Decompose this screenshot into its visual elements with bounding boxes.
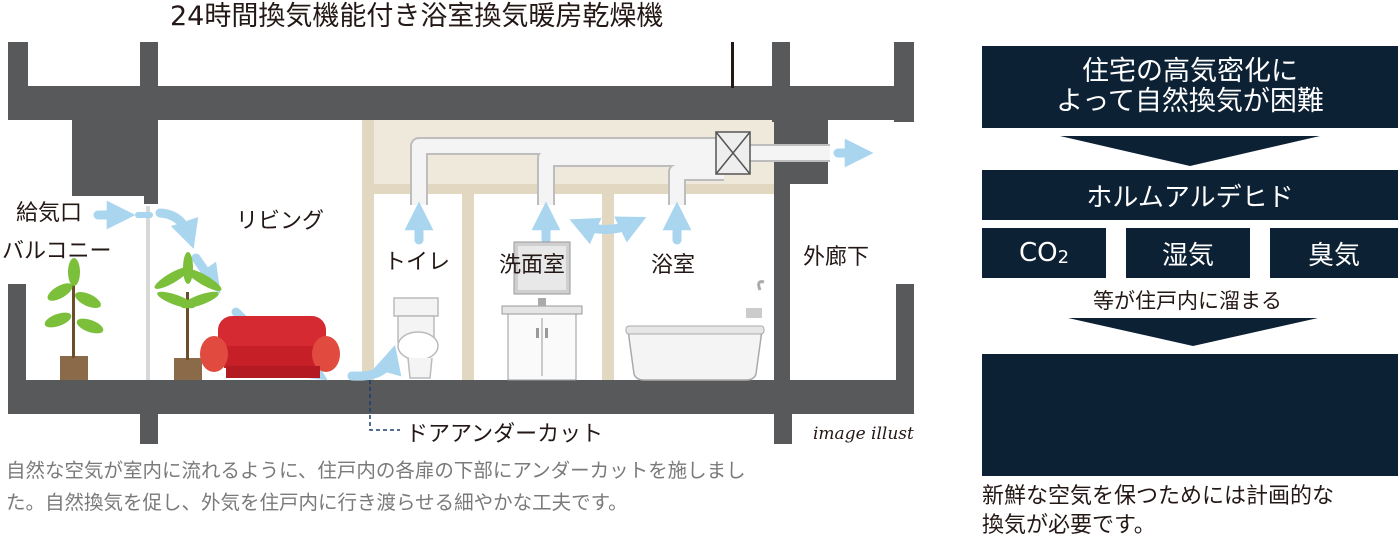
odor-box: 臭気 (1270, 228, 1398, 278)
divider-line (731, 42, 734, 88)
problem-box: 住宅の高気密化に よって自然換気が困難 (982, 46, 1398, 128)
ventilation-fan-unit (715, 131, 751, 175)
down-arrow-2 (1068, 318, 1318, 346)
label-corridor: 外廊下 (803, 245, 870, 270)
balcony-plant (44, 258, 104, 380)
humidity-box: 湿気 (1126, 228, 1250, 278)
bathtub (625, 280, 765, 381)
label-intake: 給気口 (16, 201, 83, 226)
ventilation-diagram (8, 42, 914, 444)
building-structure (8, 42, 914, 444)
co2-subscript: 2 (1057, 246, 1070, 268)
duct-system (410, 137, 830, 205)
undercut-leader (369, 380, 400, 431)
sofa (200, 316, 340, 378)
conclusion-line-2: 換気が必要です。 (982, 513, 1156, 538)
label-washroom: 洗面室 (499, 253, 566, 278)
problem-line-1: 住宅の高気密化に (1082, 55, 1298, 87)
problem-line-2: よって自然換気が困難 (1056, 86, 1324, 117)
living-plant (154, 252, 222, 380)
label-balcony: バルコニー (2, 239, 112, 264)
label-door-undercut: ドアアンダーカット (406, 422, 604, 447)
caption-line-1: 自然な空気が室内に流れるように、住戸内の各扉の下部にアンダーカットを施しまし (6, 459, 746, 482)
down-arrow-1 (1060, 136, 1320, 166)
co2-text: CO (1018, 238, 1058, 268)
balcony-rail (146, 206, 150, 380)
pollutant-box: ホルムアルデヒド (982, 170, 1398, 220)
label-bathroom: 浴室 (651, 253, 696, 278)
accumulate-text: 等が住戸内に溜まる (1093, 289, 1282, 313)
diagram-title: 24時間換気機能付き浴室換気暖房乾燥機 (170, 1, 664, 32)
label-toilet: トイレ (384, 250, 451, 275)
toilet (393, 297, 439, 379)
image-note: image illust (813, 424, 914, 444)
label-living: リビング (236, 209, 325, 234)
washbasin (501, 241, 583, 381)
caption-line-2: た。自然換気を促し、外気を住戸内に行き渡らせる細やかな工夫です。 (6, 491, 628, 514)
solution-box (982, 354, 1398, 476)
conclusion-line-1: 新鮮な空気を保つためには計画的な (982, 484, 1335, 509)
